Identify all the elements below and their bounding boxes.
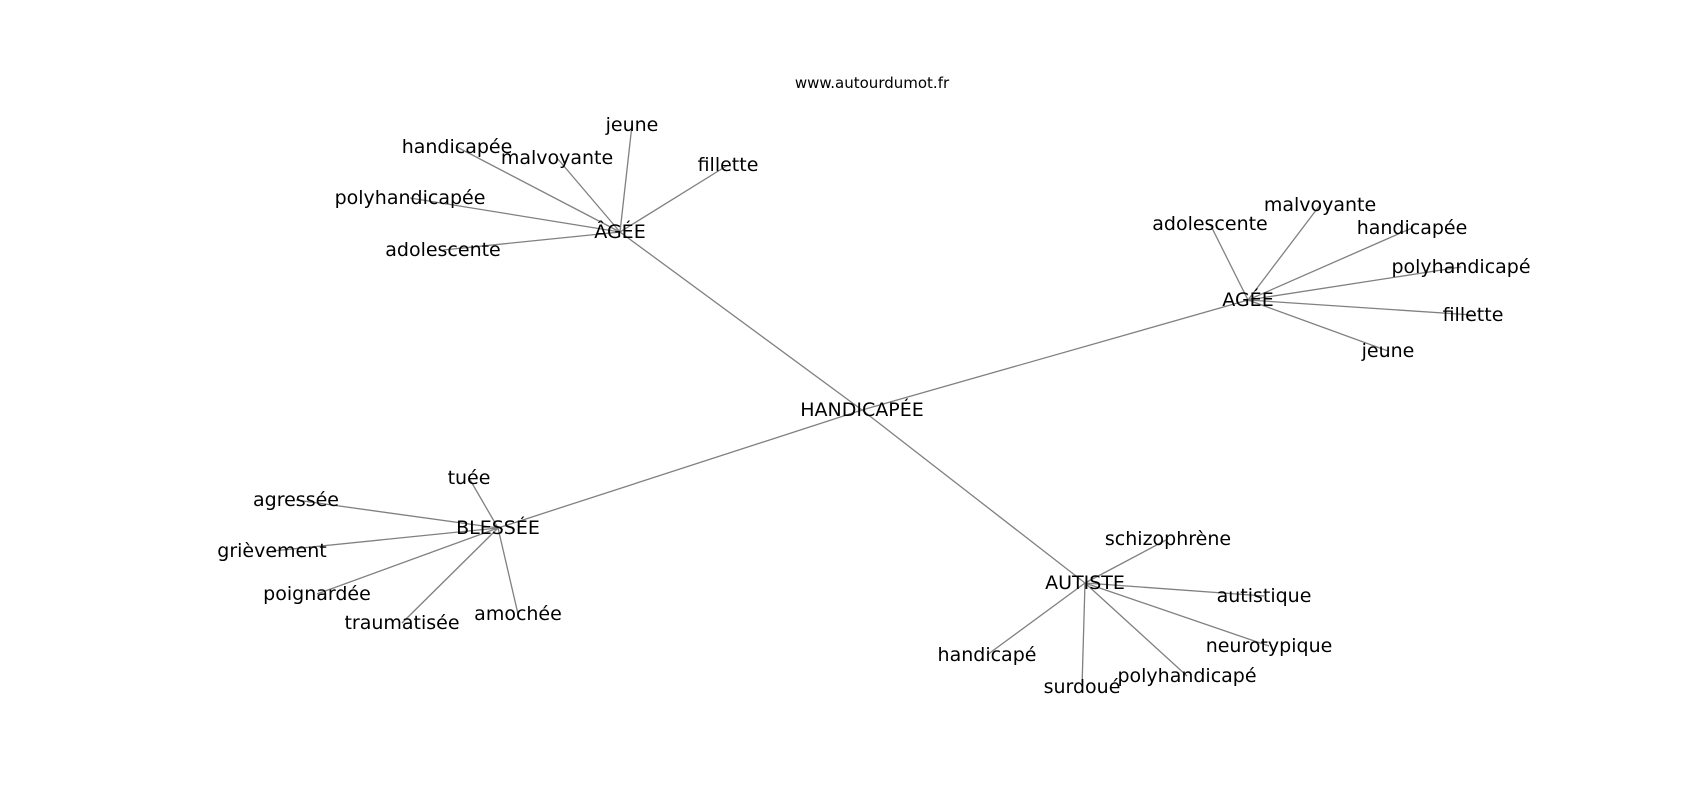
edge-blessee-traumatisee <box>401 527 499 624</box>
node-word-autiste-neurotypique[interactable]: neurotypique <box>1206 635 1333 657</box>
node-group-agee-1[interactable]: ÂGÉE <box>594 220 645 243</box>
node-group-agee-2[interactable]: AGÉE <box>1222 288 1273 311</box>
node-word-agee-2-adolescente[interactable]: adolescente <box>1152 213 1268 235</box>
node-group-autiste[interactable]: AUTISTE <box>1045 572 1125 594</box>
node-word-agee-2-jeune[interactable]: jeune <box>1361 340 1415 362</box>
edge-blessee-poignardee <box>316 527 499 595</box>
node-word-blessee-tuee[interactable]: tuée <box>448 467 491 489</box>
edge-autiste-surdoue <box>1081 582 1086 688</box>
node-word-agee-1-adolescente[interactable]: adolescente <box>385 239 501 261</box>
site-url: www.autourdumot.fr <box>795 74 950 92</box>
edge-blessee-grievement <box>271 527 499 552</box>
edge-agee-2-fillette <box>1247 299 1474 316</box>
node-word-agee-1-fillette[interactable]: fillette <box>698 154 759 176</box>
edge-center-autiste <box>861 409 1086 584</box>
edge-agee-1-malvoyante <box>556 157 621 233</box>
node-center-handicapee[interactable]: HANDICAPÉE <box>800 398 923 421</box>
node-word-agee-1-polyhandicapee[interactable]: polyhandicapée <box>335 187 486 209</box>
node-word-agee-2-handicapee[interactable]: handicapée <box>1357 217 1468 239</box>
edge-blessee-tuee <box>468 477 499 529</box>
edge-agee-2-polyhandicape <box>1247 266 1462 301</box>
edge-autiste-handicape <box>986 582 1086 656</box>
edge-agee-2-jeune <box>1247 299 1389 352</box>
edge-agee-1-handicapee <box>456 146 621 233</box>
node-word-agee-1-jeune[interactable]: jeune <box>605 114 659 136</box>
edge-agee-1-jeune <box>619 124 633 233</box>
node-word-blessee-traumatisee[interactable]: traumatisée <box>344 612 459 634</box>
edge-agee-1-adolescente <box>442 231 621 251</box>
node-word-blessee-grievement[interactable]: grièvement <box>217 540 326 562</box>
node-group-blessee[interactable]: BLESSÉE <box>456 516 540 539</box>
edge-center-agee-2 <box>861 299 1249 411</box>
edge-autiste-neurotypique <box>1084 582 1270 647</box>
node-word-blessee-agressee[interactable]: agressée <box>253 489 339 511</box>
node-word-agee-2-malvoyante[interactable]: malvoyante <box>1264 194 1376 216</box>
edge-blessee-amochee <box>497 527 519 615</box>
node-word-autiste-handicape[interactable]: handicapé <box>938 644 1037 666</box>
graph-edges <box>271 124 1474 688</box>
node-word-autiste-schizophrene[interactable]: schizophrène <box>1105 528 1231 550</box>
node-word-blessee-amochee[interactable]: amochée <box>474 603 562 625</box>
edge-agee-2-handicapee <box>1247 227 1413 301</box>
edge-agee-2-adolescente <box>1209 223 1249 301</box>
edge-agee-2-malvoyante <box>1247 204 1321 301</box>
node-word-autiste-polyhandicape[interactable]: polyhandicapé <box>1117 665 1256 687</box>
node-word-agee-1-handicapee[interactable]: handicapée <box>402 136 513 158</box>
node-word-autiste-autistique[interactable]: autistique <box>1217 585 1312 607</box>
node-word-blessee-poignardee[interactable]: poignardée <box>263 583 371 605</box>
edge-autiste-autistique <box>1084 582 1265 597</box>
edge-autiste-schizophrene <box>1084 538 1169 584</box>
edge-blessee-agressee <box>295 499 499 529</box>
edge-agee-1-polyhandicapee <box>409 197 621 233</box>
edge-autiste-polyhandicape <box>1084 582 1188 677</box>
edge-agee-1-fillette <box>619 164 729 233</box>
node-word-agee-2-polyhandicape[interactable]: polyhandicapé <box>1391 256 1530 278</box>
node-word-agee-2-fillette[interactable]: fillette <box>1443 304 1504 326</box>
edge-center-blessee <box>497 409 863 529</box>
node-word-agee-1-malvoyante[interactable]: malvoyante <box>501 147 613 169</box>
node-word-autiste-surdoue[interactable]: surdoué <box>1044 676 1121 698</box>
edge-center-agee-1 <box>619 231 863 411</box>
